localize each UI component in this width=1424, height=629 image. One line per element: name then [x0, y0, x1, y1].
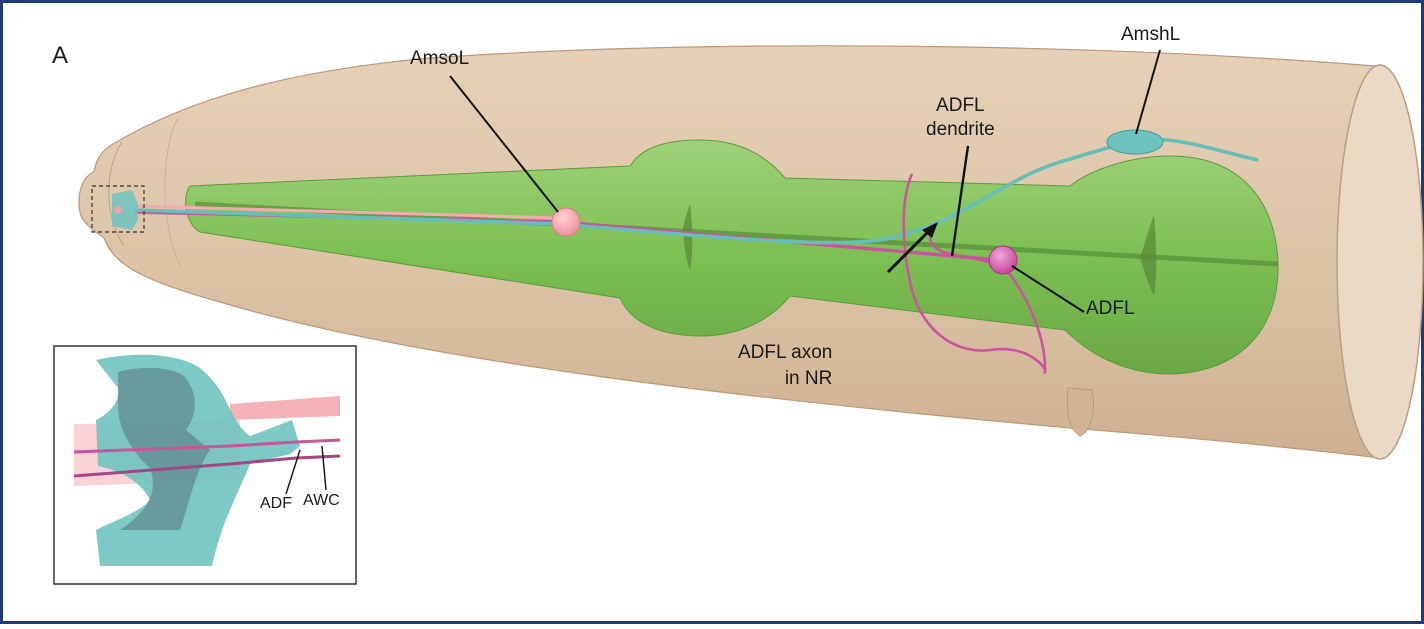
amshl-leader	[1135, 49, 1161, 135]
amsol-leader	[449, 75, 559, 213]
inset-awc-line	[73, 454, 341, 478]
panel-letter: A	[52, 42, 69, 69]
amshl-label: AmshL	[1121, 24, 1181, 45]
adfl-label: ADFL	[1086, 298, 1135, 319]
inset-amso-process	[230, 396, 340, 420]
sheath-arrowhead	[922, 222, 938, 238]
head-contour	[108, 141, 125, 247]
amsol-cell-body	[551, 207, 581, 237]
amshl-cell-body	[1106, 129, 1164, 155]
inset	[53, 345, 357, 585]
body-cut-end	[1336, 64, 1424, 460]
adfl-cell-body	[988, 245, 1018, 275]
amsol-process	[134, 204, 561, 220]
inset-adf-label: ADF	[260, 495, 292, 512]
head-contour-inner	[164, 117, 183, 269]
amshl-process	[134, 137, 1259, 245]
lumen-feature-1	[683, 204, 693, 270]
adfl-axon-label: ADFL axon in NR	[738, 340, 832, 392]
adfl-axon-label-line1: ADFL axon	[738, 342, 833, 363]
adfl-dendrite-label-line2: dendrite	[926, 119, 995, 140]
pharynx	[185, 139, 1279, 375]
lumen-feature-2	[1140, 215, 1157, 296]
inset-awc-leader	[321, 445, 327, 491]
excretory-pore	[1066, 387, 1094, 437]
inset-adf-leader	[285, 449, 301, 495]
adfl-dendrite-label-line1: ADFL	[936, 95, 985, 116]
adfl-axon-label-line2: in NR	[784, 368, 833, 389]
adfl-dendrite-label: ADFL dendrite	[926, 94, 995, 142]
nose-ending	[114, 206, 122, 214]
inset-awc-label: AWC	[303, 492, 340, 509]
dendrite-leader	[950, 145, 970, 257]
sheath-arrow	[886, 228, 932, 274]
adfl-leader	[1011, 265, 1085, 313]
inset-adf-line	[73, 438, 341, 454]
amsol-label: AmsoL	[410, 48, 470, 69]
nose-sheath	[112, 190, 138, 230]
